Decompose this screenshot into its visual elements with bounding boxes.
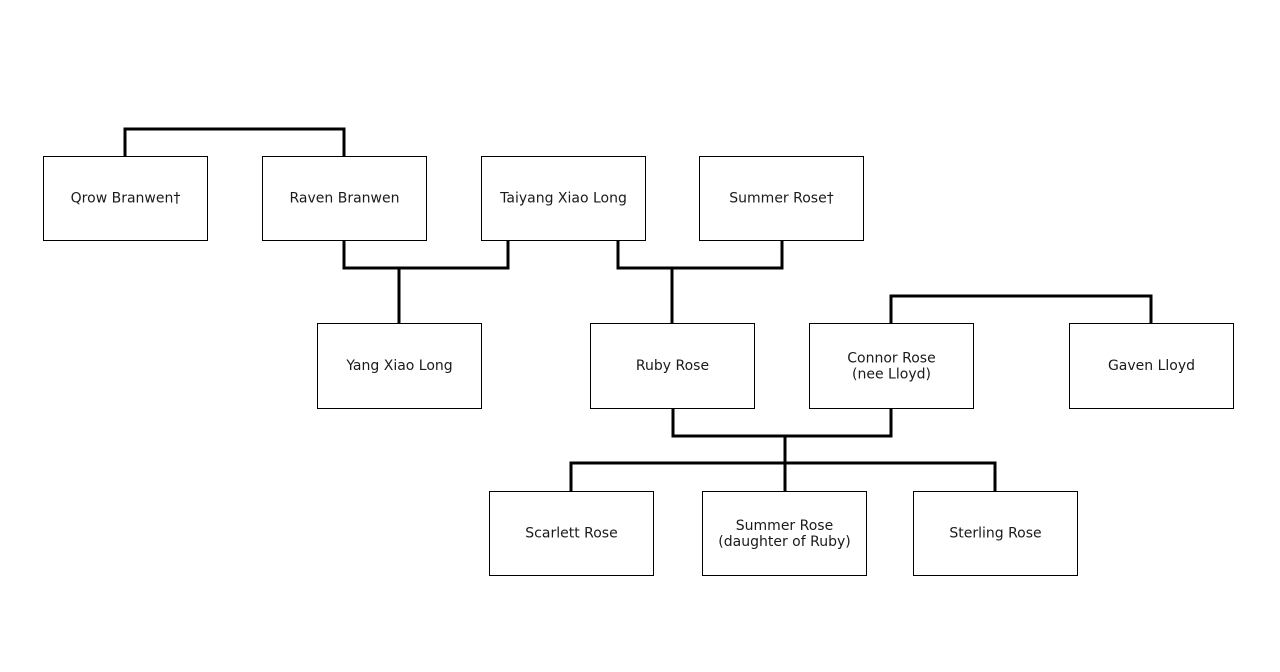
link-children-bar — [569, 461, 997, 493]
person-box — [262, 156, 427, 241]
connectors — [123, 127, 1153, 493]
person-name: Scarlett Rose — [525, 526, 617, 542]
person-qrow-branwen: Qrow Branwen† — [43, 156, 208, 241]
person-raven-branwen: Raven Branwen — [262, 156, 427, 241]
link-connor-gaven — [889, 294, 1153, 325]
person-summer-rose: Summer Rose† — [699, 156, 864, 241]
person-name: Raven Branwen — [290, 191, 400, 207]
person-gaven-lloyd: Gaven Lloyd — [1069, 323, 1234, 409]
person-ruby-rose: Ruby Rose — [590, 323, 755, 409]
person-box — [590, 323, 755, 409]
person-sterling-rose: Sterling Rose — [913, 491, 1078, 576]
person-box — [809, 323, 974, 409]
link-qrow-raven — [123, 127, 346, 158]
link-raven-taiyang-couple — [342, 238, 510, 270]
person-note: (nee Lloyd) — [852, 367, 931, 383]
link-ruby-connor-couple — [671, 406, 893, 438]
person-name: Sterling Rose — [949, 526, 1041, 542]
person-box — [1069, 323, 1234, 409]
person-summer-rose-daughter: Summer Rose (daughter of Ruby) — [702, 491, 867, 576]
person-name: Qrow Branwen† — [71, 191, 181, 207]
person-name: Summer Rose — [736, 518, 833, 534]
person-box — [913, 491, 1078, 576]
person-name: Connor Rose — [847, 351, 935, 367]
person-taiyang-xiao-long: Taiyang Xiao Long — [481, 156, 646, 241]
person-box — [699, 156, 864, 241]
link-taiyang-summer-couple — [616, 238, 784, 270]
person-box — [489, 491, 654, 576]
person-box — [702, 491, 867, 576]
person-name: Summer Rose† — [729, 191, 833, 207]
person-connor-rose: Connor Rose (nee Lloyd) — [809, 323, 974, 409]
person-name: Gaven Lloyd — [1108, 358, 1195, 374]
person-name: Ruby Rose — [636, 358, 709, 374]
person-scarlett-rose: Scarlett Rose — [489, 491, 654, 576]
person-name: Taiyang Xiao Long — [499, 191, 627, 207]
person-yang-xiao-long: Yang Xiao Long — [317, 323, 482, 409]
person-box — [43, 156, 208, 241]
person-name: Yang Xiao Long — [345, 358, 452, 374]
person-note: (daughter of Ruby) — [718, 534, 850, 550]
person-box — [317, 323, 482, 409]
person-box — [481, 156, 646, 241]
